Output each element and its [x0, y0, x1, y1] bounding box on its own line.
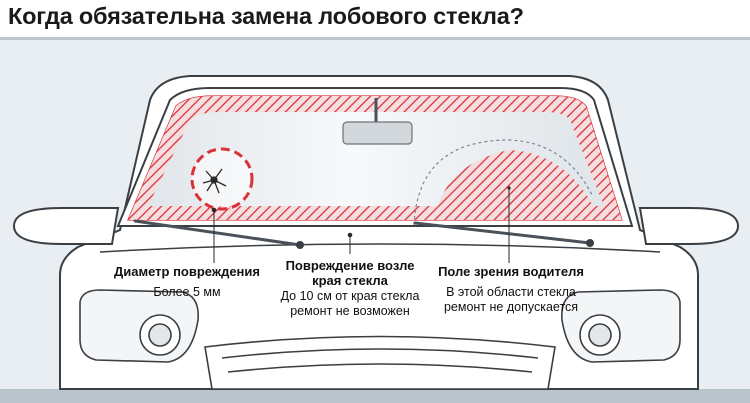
damage-circle	[190, 147, 254, 211]
crack-icon	[202, 168, 227, 194]
driver-view-zone	[434, 150, 600, 220]
leader-lines	[211, 188, 510, 263]
ground-strip	[0, 389, 750, 403]
hood-line	[99, 243, 661, 253]
rear-view-mirror	[342, 121, 413, 145]
left-headlight	[79, 289, 199, 363]
page-title: Когда обязательна замена лобового стекла…	[8, 3, 524, 29]
title-divider	[0, 37, 750, 40]
callout-driver-view: Поле зрения водителя В этой области стек…	[432, 264, 590, 315]
driver-view-boundary	[413, 139, 593, 226]
side-mirrors	[12, 207, 740, 245]
wiper-pivots	[296, 239, 594, 249]
grille	[204, 335, 556, 390]
right-mirror	[638, 207, 740, 245]
callout-view-text-line1: В этой области стекла	[446, 285, 576, 299]
callout-edge-text-line1: До 10 см от края стекла	[280, 289, 420, 303]
callout-damage-heading: Диаметр повреждения	[114, 264, 260, 279]
callout-edge-damage: Повреждение возле края стекла До 10 см о…	[267, 258, 433, 319]
left-wiper	[133, 219, 302, 247]
callout-edge-heading-line1: Повреждение возле	[285, 258, 415, 273]
wipers	[133, 219, 592, 247]
callout-edge-text-line2: ремонт не возможен	[290, 304, 410, 318]
callout-damage-text: Более 5 мм	[153, 285, 221, 299]
left-mirror	[12, 207, 120, 245]
callout-edge-heading-line2: края стекла	[312, 273, 388, 288]
callout-view-text-line2: ремонт не допускается	[443, 300, 579, 314]
car-windshield-illustration	[0, 40, 750, 403]
callout-damage-diameter: Диаметр повреждения Более 5 мм	[107, 264, 267, 300]
right-wiper	[413, 221, 592, 245]
right-headlight	[561, 289, 681, 363]
callout-view-heading: Поле зрения водителя	[438, 264, 584, 279]
